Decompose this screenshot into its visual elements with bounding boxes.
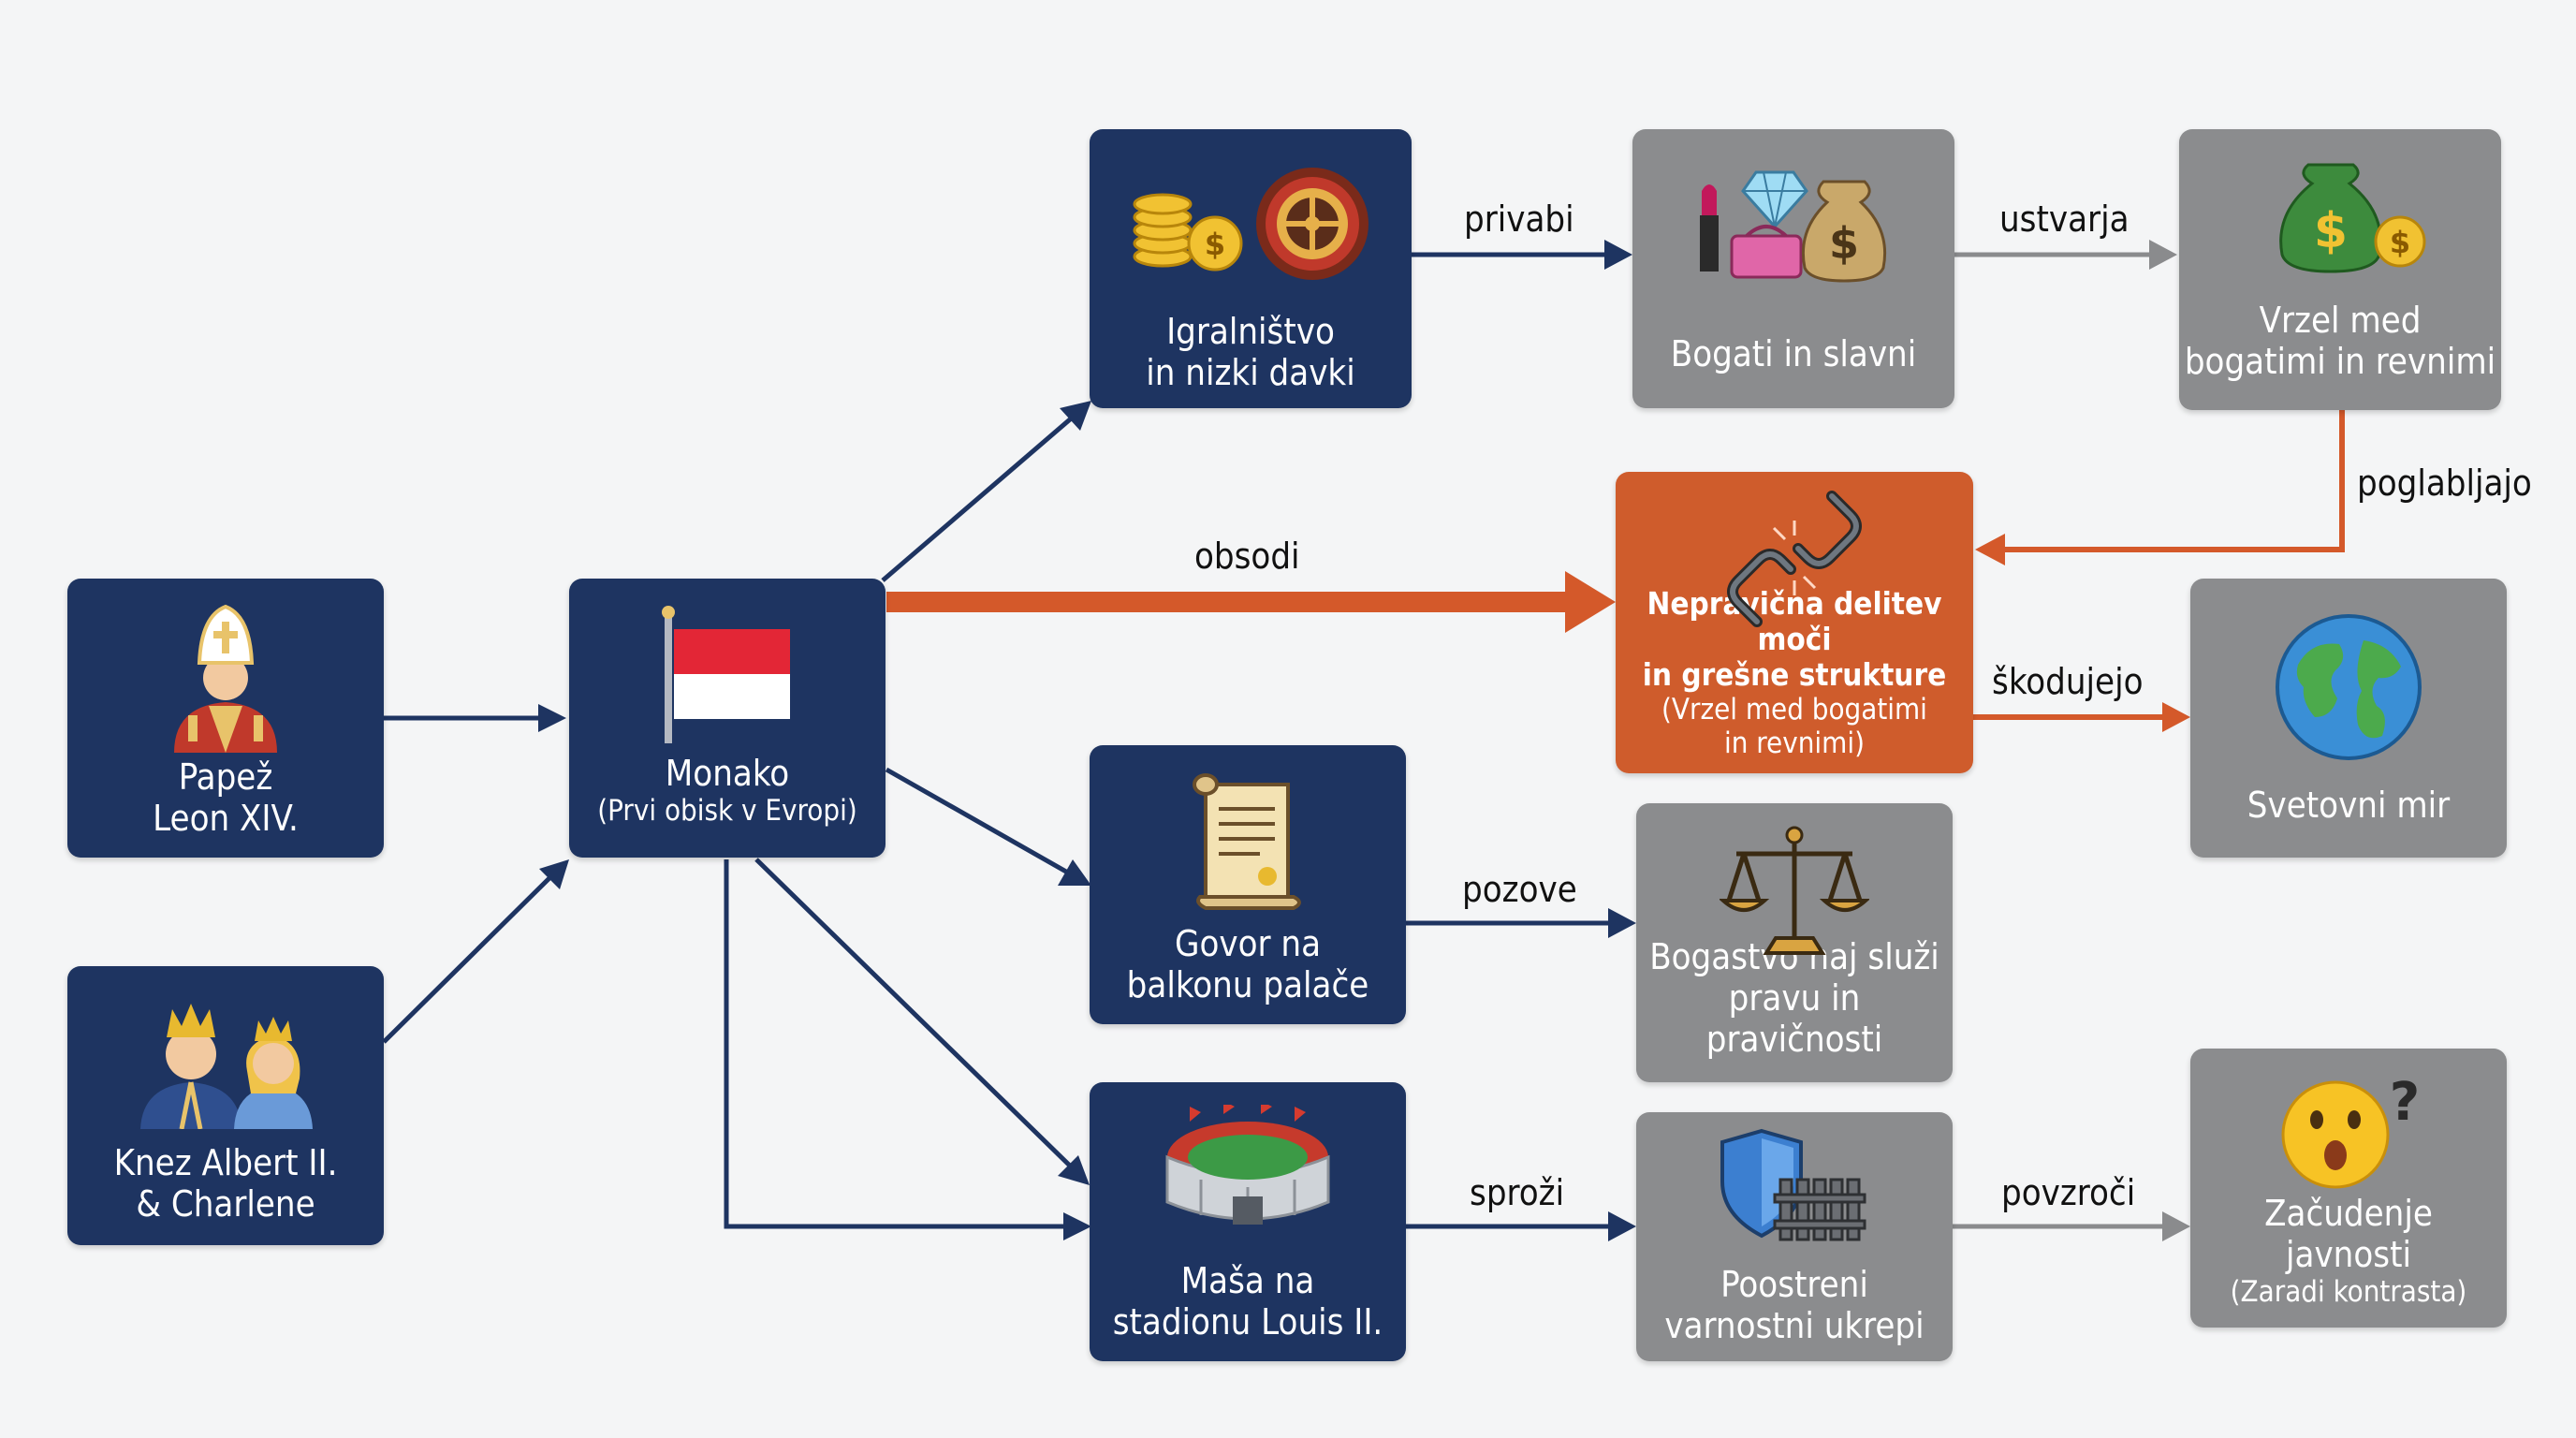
money-bag-icon: $ $ [2179,155,2501,277]
broken-chain-icon [1616,491,1973,631]
royal-couple-icon [67,989,384,1129]
luxury-icon: $ [1632,165,1954,286]
node-injustice: Nepravična delitev moči in grešne strukt… [1616,472,1973,773]
surprised-face-icon: ? [2190,1067,2507,1189]
node-injustice-label: Nepravična delitev moči in grešne strukt… [1642,585,1947,693]
svg-text:?: ? [2390,1072,2420,1133]
node-speech-label: Govor na balkonu palače [1126,923,1369,1005]
node-security-label: Poostreni varnostni ukrepi [1664,1264,1925,1346]
svg-text:$: $ [2390,225,2410,260]
edge-prince-monaco [382,871,557,1044]
node-peace: Svetovni mir [2190,579,2507,858]
node-peace-label: Svetovni mir [2247,785,2451,826]
svg-text:$: $ [2314,203,2348,259]
node-gambling: $ Igralništvo in nizki davki [1090,129,1412,408]
node-gap-label: Vrzel med bogatimi in revnimi [2184,300,2496,382]
edge-monaco-gambling [881,412,1078,582]
node-monaco-sub: (Prvi obisk v Evropi) [597,794,857,828]
stadium-icon [1090,1105,1406,1236]
node-mass: Maša na stadionu Louis II. [1090,1082,1406,1361]
edge-monaco-speech [885,767,1075,878]
node-prince: Knez Albert II. & Charlene [67,966,384,1245]
edge-monaco-mass-elbow [724,859,1073,1229]
node-speech: Govor na balkonu palače [1090,745,1406,1024]
node-surprise-label: Začudenje javnosti [2264,1193,2433,1275]
edge-label-obsodi: obsodi [1194,536,1300,577]
node-gambling-label: Igralništvo in nizki davki [1146,311,1355,393]
node-prince-label: Knez Albert II. & Charlene [113,1142,338,1225]
node-rich-label: Bogati in slavni [1670,333,1917,374]
node-security: Poostreni varnostni ukrepi [1636,1112,1953,1361]
node-pope: Papež Leon XIV. [67,579,384,858]
edge-label-ustvarja: ustvarja [1999,198,2130,240]
scales-icon [1636,822,1953,962]
node-gap: $ $ Vrzel med bogatimi in revnimi [2179,129,2501,410]
node-monaco-label: Monako [665,753,790,794]
edge-label-sprozi: sproži [1470,1172,1565,1213]
edge-label-povzroci: povzroči [2001,1172,2136,1213]
globe-icon [2190,612,2507,762]
edge-label-poglabljajo: poglabljajo [2357,462,2532,504]
monaco-flag-icon [569,605,886,745]
casino-icon: $ [1090,163,1412,285]
node-rich: $ Bogati in slavni [1632,129,1954,408]
pope-icon [67,603,384,753]
edge-label-pozove: pozove [1462,869,1577,910]
svg-text:$: $ [1829,218,1859,269]
node-injustice-sub: (Vrzel med bogatimi in revnimi) [1661,693,1927,760]
svg-text:$: $ [1205,227,1225,262]
edge-gap-injustice [1999,410,2345,552]
scroll-icon [1090,771,1406,912]
node-justice: Bogastvo naj služi pravu in pravičnosti [1636,803,1953,1082]
edge-label-skodujejo: škodujejo [1992,661,2144,702]
node-mass-label: Maša na stadionu Louis II. [1112,1260,1383,1343]
node-surprise-sub: (Zaradi kontrasta) [2230,1275,2467,1309]
node-pope-label: Papež Leon XIV. [153,756,299,839]
node-monaco: Monako (Prvi obisk v Evropi) [569,579,886,858]
edge-monaco-mass-diagonal [754,858,1076,1172]
node-surprise: ? Začudenje javnosti (Zaradi kontrasta) [2190,1049,2507,1328]
edge-label-privabi: privabi [1464,198,1574,240]
shield-fence-icon [1636,1125,1953,1247]
